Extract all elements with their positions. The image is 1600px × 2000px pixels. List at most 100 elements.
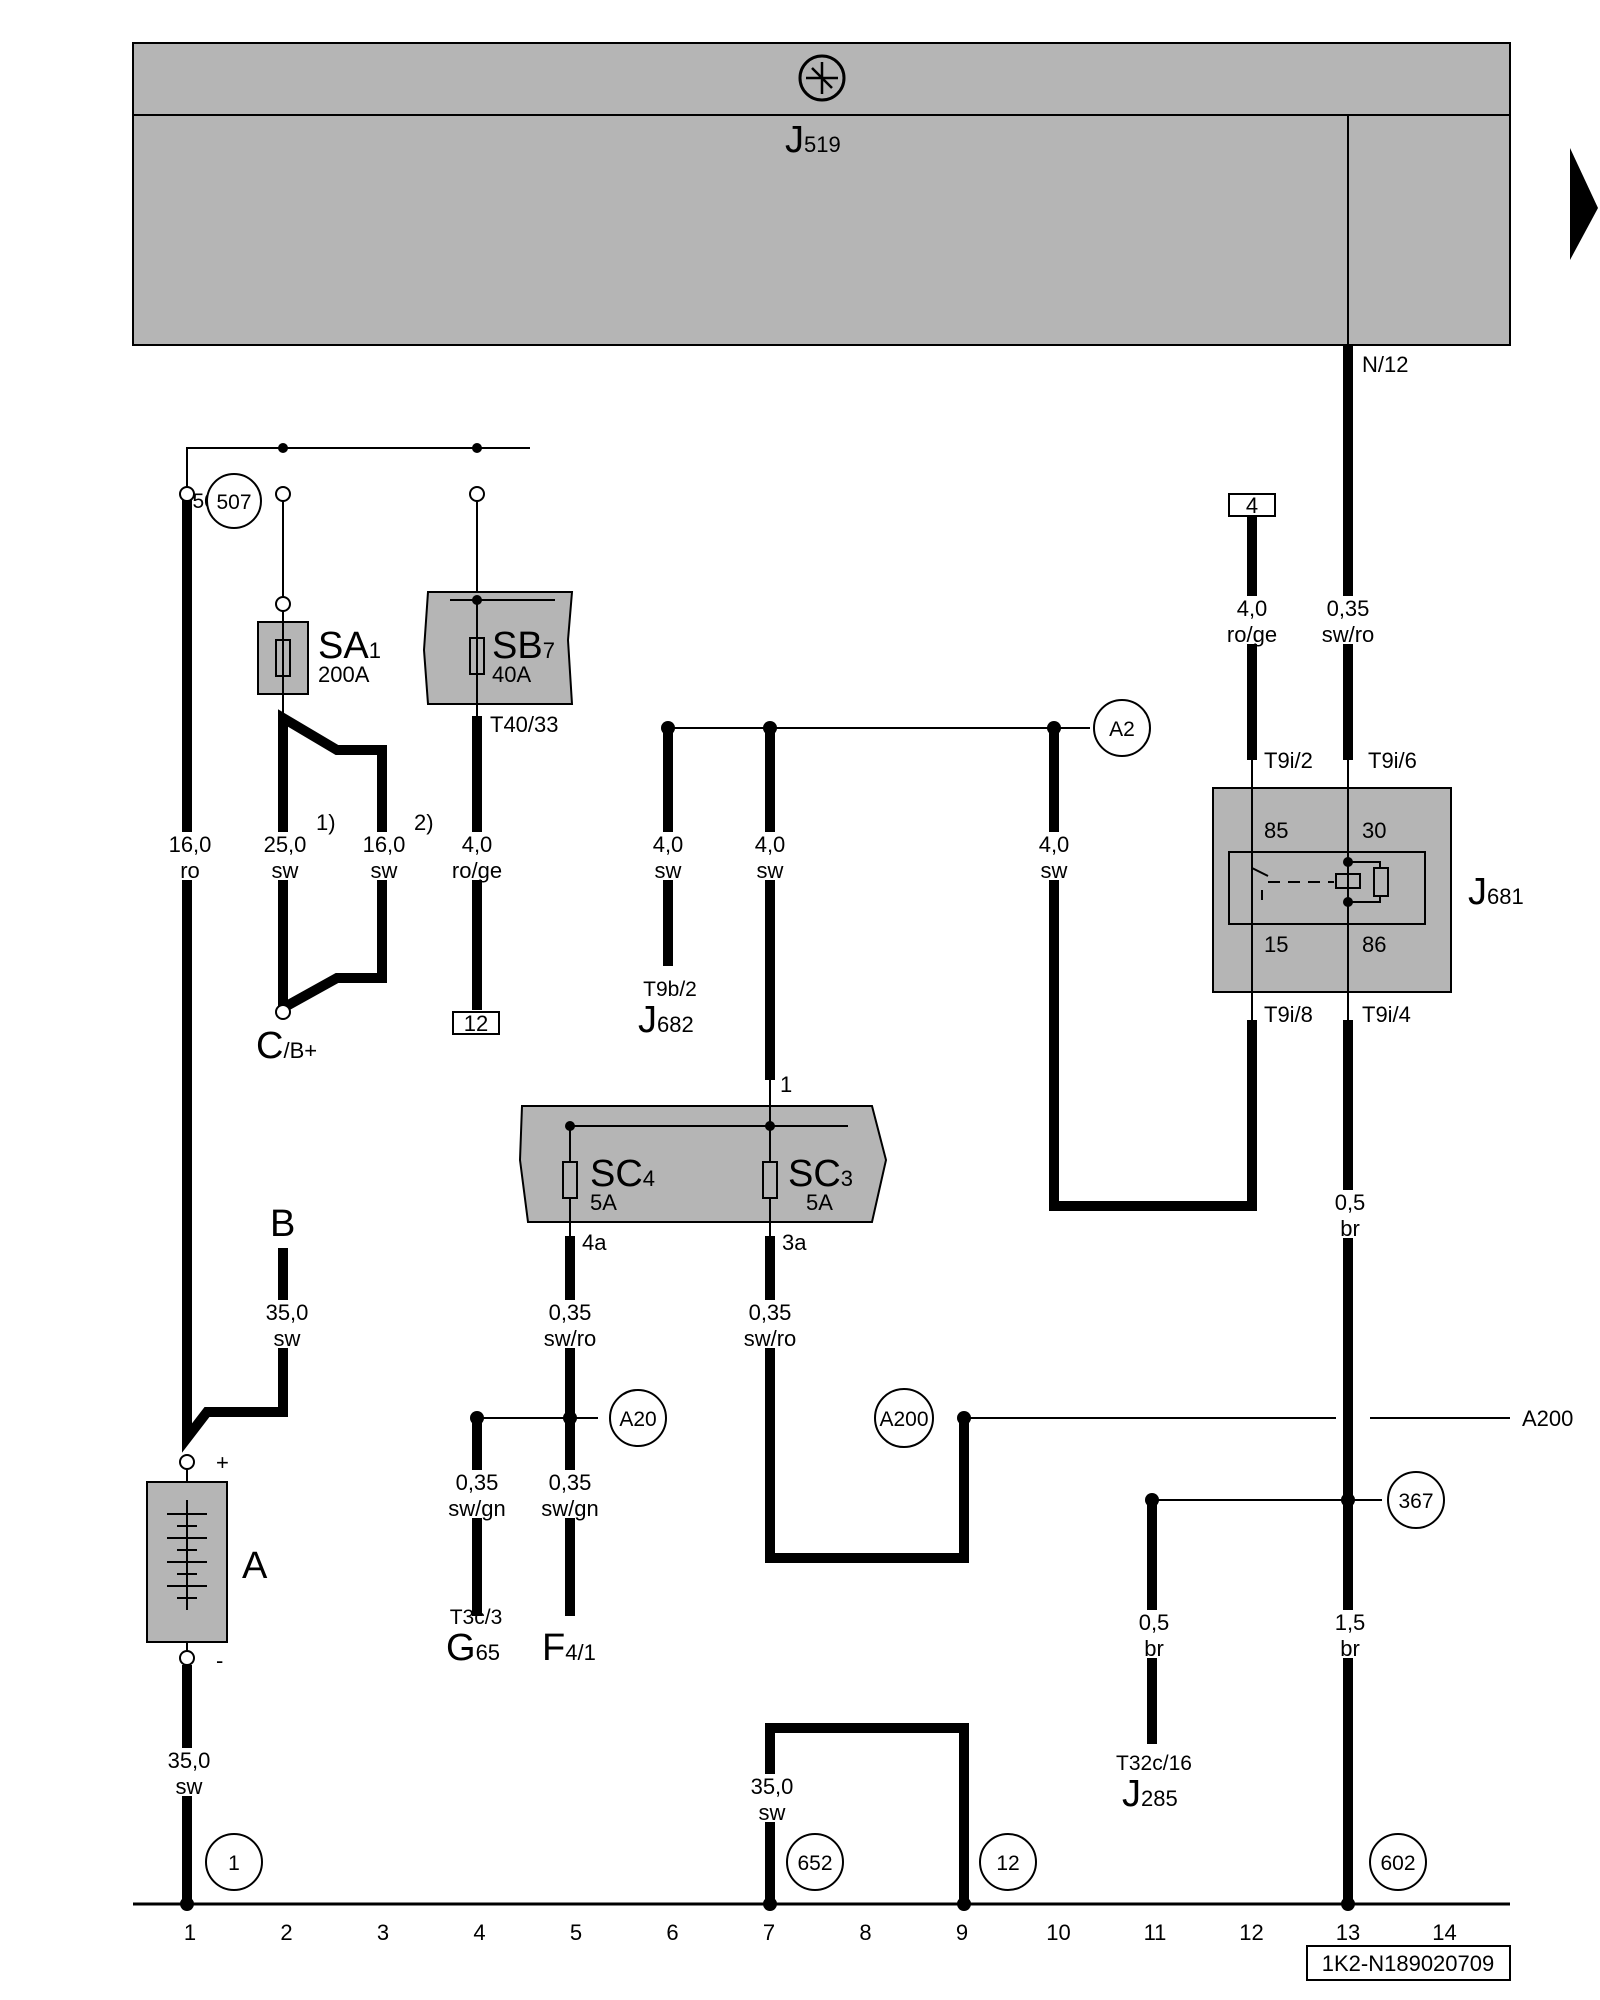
wire-r4-color: ro/ge [1227,622,1277,647]
fuse-sb7-rating: 40A [492,662,531,687]
battery-a [146,1469,228,1652]
svg-text:12: 12 [996,1852,1019,1875]
wire-col13-lower-color: br [1340,1636,1360,1661]
wire-gnd-size: 35,0 [168,1748,211,1773]
node-652 [786,1833,844,1891]
j681-pin-t9i8: T9i/8 [1264,1002,1313,1027]
ruler-column-7: 7 [763,1920,775,1945]
ruler-column-1: 1 [184,1920,196,1945]
fuse-sc4-rating: 5A [590,1190,617,1215]
wire-col13-upper-color: br [1340,1216,1360,1241]
wire-16sw-color: sw [371,858,398,883]
wire-652-size: 35,0 [751,1774,794,1799]
component-g65-label: G65 [446,1627,500,1669]
wire-r4-size: 4,0 [1237,596,1268,621]
j285-pin: T32c/16 [1116,1752,1192,1775]
node-a2 [1093,699,1151,757]
svg-text:507: 507 [216,491,251,514]
node-602 [1369,1833,1427,1891]
j682-pin: T9b/2 [643,978,697,1001]
ruler-column-11: 11 [1144,1920,1167,1945]
j681-pin-t9i4: T9i/4 [1362,1002,1411,1027]
wire-g65-color: sw/gn [448,1496,505,1521]
page-continue-arrow-icon [1570,148,1598,260]
wire-25sw-size: 25,0 [264,832,307,857]
ground-symbol-icon [798,54,846,102]
j681-pin-30: 30 [1362,818,1386,843]
wire-3a-size: 0,35 [749,1300,792,1325]
svg-text:367: 367 [1398,1490,1433,1513]
wire-col13-upper-size: 0,5 [1335,1190,1366,1215]
wire-a2-size: 4,0 [1039,832,1070,857]
battery-plus: + [216,1450,229,1475]
fuse-sb7-pin: T40/33 [490,712,559,737]
svg-text:4: 4 [1246,493,1258,518]
terminal-c-label: C/B+ [256,1025,317,1067]
wire-f41-color: sw/gn [541,1496,598,1521]
doc-id-box [1306,1945,1511,1981]
fuse-sa1-rating: 200A [318,662,370,687]
component-f41-label: F4/1 [542,1627,596,1669]
wire-16ro-size: 16,0 [169,832,212,857]
note-2: 2) [414,810,434,835]
ruler-column-2: 2 [280,1920,292,1945]
fuse-sc3-label: SC3 [788,1153,853,1195]
wire-j682-color: sw [655,858,682,883]
wire-gnd-color: sw [176,1774,203,1799]
fuse-sc3-rating: 5A [806,1190,833,1215]
svg-text:12: 12 [464,1011,488,1036]
ruler-column-10: 10 [1046,1920,1070,1945]
node-12 [979,1833,1037,1891]
j681-pin-85: 85 [1264,818,1288,843]
wire-j285-size: 0,5 [1139,1610,1170,1635]
wire-j682-size: 4,0 [653,832,684,857]
wire-a2-color: sw [1041,858,1068,883]
wire-25sw-color: sw [272,858,299,883]
module-j519-label: J519 [785,119,841,161]
fuse-sb7-label: SB7 [492,625,555,667]
component-j682-label: J682 [638,999,694,1041]
wire-col13-lower-size: 1,5 [1335,1610,1366,1635]
terminal-b-label: B [270,1203,295,1245]
svg-text:A20: A20 [619,1408,656,1431]
sc3-pin: 3a [782,1230,807,1255]
wire-b-color: sw [274,1326,301,1351]
ruler-column-13: 13 [1336,1920,1360,1945]
j519-pin-n12: N/12 [1362,352,1408,377]
wire-16ro-color: ro [180,858,200,883]
ruler-column-4: 4 [473,1920,485,1945]
j681-pin-t9i2: T9i/2 [1264,748,1313,773]
wire-sc-size: 4,0 [755,832,786,857]
sc4-pin: 4a [582,1230,607,1255]
ruler-column-8: 8 [859,1920,871,1945]
j681-pin-t9i6: T9i/6 [1368,748,1417,773]
wire-sb7-size: 4,0 [462,832,493,857]
node-a20 [609,1389,667,1447]
g65-pin: T3c/3 [450,1606,503,1629]
wire-g65-size: 0,35 [456,1470,499,1495]
svg-text:1: 1 [228,1852,240,1875]
node-367 [1387,1471,1445,1529]
node-507 [206,473,262,529]
doc-id: 1K2-N189020709 [1322,1951,1494,1976]
fuse-sa1 [257,611,309,718]
wire-j285-color: br [1144,1636,1164,1661]
fuse-sa1-label: SA1 [318,625,381,667]
relay-j681 [1212,760,1452,1020]
ref-box-12 [452,1011,500,1035]
battery-minus: - [216,1648,223,1673]
svg-text:A200: A200 [879,1408,928,1431]
wire-b-size: 35,0 [266,1300,309,1325]
wire-3a-color: sw/ro [744,1326,797,1351]
fuse-box-sc [518,1080,888,1236]
wire-16sw-size: 16,0 [363,832,406,857]
node-1 [205,1833,263,1891]
ruler-column-5: 5 [570,1920,582,1945]
node-a200 [874,1388,934,1448]
battery-a-label: A [242,1545,268,1587]
relay-j681-label: J681 [1468,871,1524,913]
component-j285-label: J285 [1122,1773,1178,1815]
svg-text:602: 602 [1380,1852,1415,1875]
